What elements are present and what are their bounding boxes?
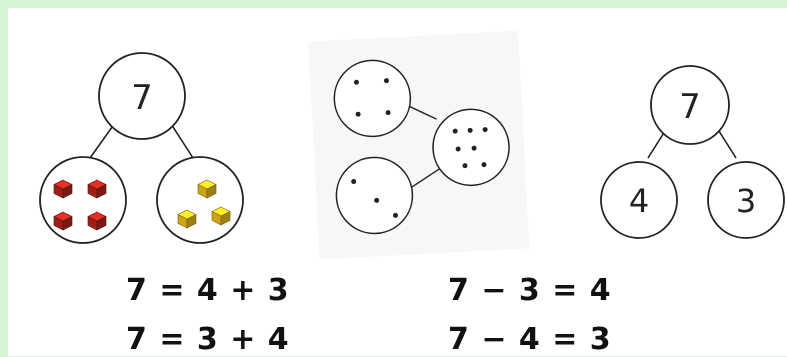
content-panel: 7 <box>8 8 787 357</box>
cube-red-4 <box>87 211 107 231</box>
cube-red-1 <box>53 179 73 199</box>
red-cubes-group <box>53 179 107 231</box>
dots-whole-circle <box>432 108 510 187</box>
cube-yellow-1 <box>197 179 217 199</box>
dots-part-a-dots <box>353 78 391 117</box>
numbers-part-a-circle <box>600 161 678 239</box>
numbers-whole-circle <box>650 65 730 145</box>
numbers-part-b-circle <box>707 161 785 239</box>
cube-yellow-3 <box>211 206 231 226</box>
part-whole-numbers-diagram: 7 4 3 <box>600 65 785 239</box>
yellow-cubes-group <box>177 179 231 229</box>
cube-red-3 <box>53 211 73 231</box>
cubes-whole-number: 7 <box>131 78 153 118</box>
dots-part-a-circle <box>333 59 412 138</box>
part-whole-cubes-diagram: 7 <box>39 52 244 244</box>
subtraction-equation-2: 7 − 4 = 3 <box>448 322 612 357</box>
addition-equation-1: 7 = 4 + 3 <box>126 273 290 308</box>
dots-link-top <box>405 104 437 120</box>
cubes-whole-circle <box>98 52 186 140</box>
numbers-part-a-value: 4 <box>629 182 649 220</box>
numbers-part-b-value: 3 <box>736 182 756 220</box>
dots-whole-dots <box>452 127 488 169</box>
numbers-whole-value: 7 <box>679 87 701 127</box>
cube-yellow-2 <box>177 209 197 229</box>
addition-equation-2: 7 = 3 + 4 <box>126 322 290 357</box>
dots-part-b-dots <box>351 179 398 218</box>
cube-red-2 <box>87 179 107 199</box>
subtraction-equation-1: 7 − 3 = 4 <box>448 273 612 308</box>
part-whole-dots-diagram <box>308 30 530 260</box>
